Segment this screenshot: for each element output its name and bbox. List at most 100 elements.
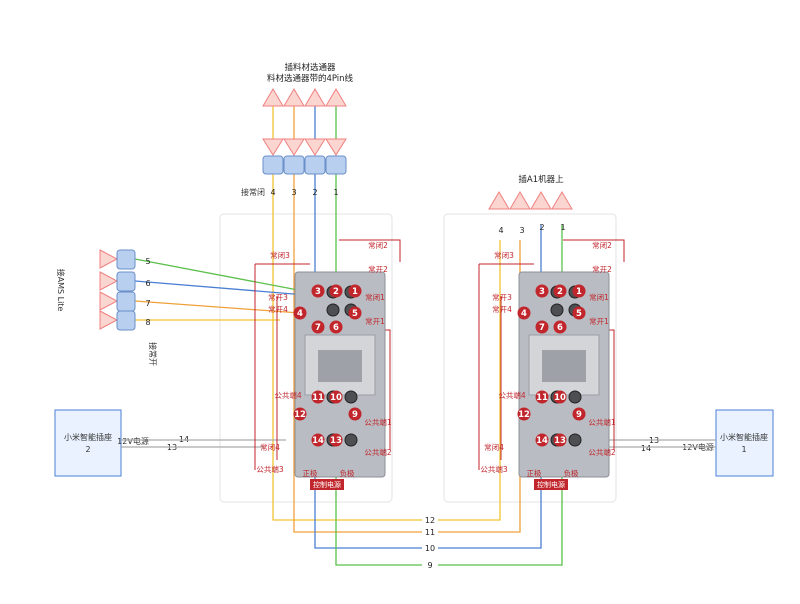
triangle-up-marker (509, 191, 531, 210)
top-pin-number: 1 (333, 188, 338, 197)
screw-terminal (550, 303, 564, 317)
wire-number-bg (422, 526, 438, 537)
relay-left-pin (329, 433, 343, 447)
no3-label: 常开3 (268, 293, 288, 302)
relay-right-pin (572, 284, 586, 298)
ams-wire-number: 5 (145, 257, 150, 266)
socket-1-number: 1 (741, 445, 746, 454)
top-pin-number: 4 (270, 188, 275, 197)
bottom-wire-number: 9 (427, 561, 432, 570)
nc2-label: 常闭2 (592, 241, 612, 250)
pin-number-4: 4 (521, 309, 527, 319)
com3-label: 公共端3 (256, 464, 283, 474)
triangle-right-marker (99, 249, 119, 269)
triangle-up-marker (325, 88, 347, 107)
pin-number-1: 1 (576, 287, 582, 297)
connector-pin-box (116, 310, 136, 331)
socket-2-number: 2 (85, 445, 90, 454)
relay-right-pin (572, 407, 586, 421)
relay-left-pin (348, 284, 362, 298)
relay-left-pin (293, 306, 307, 320)
relay-right-pin (517, 407, 531, 421)
pin-number-13: 13 (554, 436, 566, 446)
triangle-up-marker (304, 88, 326, 107)
socket-2-label: 小米智能插座 (64, 432, 112, 442)
triangle-down-marker (325, 138, 347, 156)
wire-number-bg (422, 559, 438, 570)
control-power-label: 控制电源 (313, 480, 341, 489)
top-pin-number: 2 (312, 188, 317, 197)
ams-wire-number: 8 (145, 318, 150, 327)
wire-number-bg (422, 542, 438, 553)
pin-number-2: 2 (557, 287, 563, 297)
relay-right-pin (535, 284, 549, 298)
pin-number-12: 12 (294, 410, 306, 420)
negative-label: 负极 (564, 468, 579, 478)
no1-label: 常开1 (365, 317, 385, 326)
ams-wire-number: 6 (145, 279, 150, 288)
positive-label: 正极 (527, 468, 542, 478)
no2-label: 常开2 (368, 265, 388, 274)
power-wire-right-14: 14 (641, 444, 651, 453)
pin-number-10: 10 (554, 393, 566, 403)
triangle-down-marker (283, 138, 305, 156)
smart-socket-2 (54, 409, 122, 477)
power-label-left: 12V电源 (117, 436, 149, 446)
relay-left-pin (329, 320, 343, 334)
connector-pin-box (116, 271, 136, 292)
triangle-down-marker (262, 138, 284, 156)
control-power-label: 控制电源 (537, 480, 565, 489)
relay-left-pin (311, 284, 325, 298)
com1-label: 公共端1 (364, 417, 391, 427)
no-connect-label: 接常开 (148, 342, 158, 366)
wire-6-blue (134, 280, 319, 297)
top-subtitle: 料材选通器带的4Pin线 (267, 73, 354, 84)
nc4-label: 常闭4 (260, 443, 280, 452)
triangle-right-marker (99, 271, 119, 291)
relay-right-pin (517, 306, 531, 320)
no4-label: 常开4 (268, 305, 288, 314)
machine-pin-number: 2 (539, 223, 544, 232)
relay-right-pin (553, 390, 567, 404)
no4-label: 常开4 (492, 305, 512, 314)
pin-number-2: 2 (333, 287, 339, 297)
no2-label: 常开2 (592, 265, 612, 274)
control-power-tag (534, 479, 568, 490)
pin-number-3: 3 (315, 287, 321, 297)
pin-number-5: 5 (576, 309, 582, 319)
control-power-tag (310, 479, 344, 490)
pin-number-14: 14 (312, 436, 324, 446)
relay-right-pin (535, 320, 549, 334)
nc3-label: 常闭3 (270, 251, 290, 260)
pin-number-7: 7 (315, 323, 321, 333)
relay-window-inner (318, 350, 362, 382)
wire-5-green (134, 258, 299, 291)
com4-label: 公共端4 (274, 390, 301, 400)
triangle-up-marker (262, 88, 284, 107)
ams-label: 接AMS Lite (56, 269, 66, 312)
relay-wire (339, 239, 401, 262)
relay-left-pin (311, 390, 325, 404)
pin-number-7: 7 (539, 323, 545, 333)
relay-right-pin (535, 433, 549, 447)
wire-7-orange (134, 300, 301, 314)
relay-wire (563, 239, 625, 262)
top-title: 插料材选通器 (284, 62, 336, 73)
socket-1-label: 小米智能插座 (720, 432, 768, 442)
pin-number-1: 1 (352, 287, 358, 297)
pin-number-12: 12 (518, 410, 530, 420)
relay-right-pin (553, 320, 567, 334)
machine-title: 插A1机器上 (518, 174, 564, 185)
connector-pin-box (325, 155, 347, 175)
relay-right-pin (572, 306, 586, 320)
pin-number-10: 10 (330, 393, 342, 403)
machine-pin-number: 1 (560, 223, 565, 232)
wire-12-yellow (272, 174, 501, 521)
screw-terminal (568, 390, 582, 404)
positive-label: 正极 (303, 468, 318, 478)
relay-window-inner (542, 350, 586, 382)
bottom-wire-number: 12 (425, 516, 435, 525)
